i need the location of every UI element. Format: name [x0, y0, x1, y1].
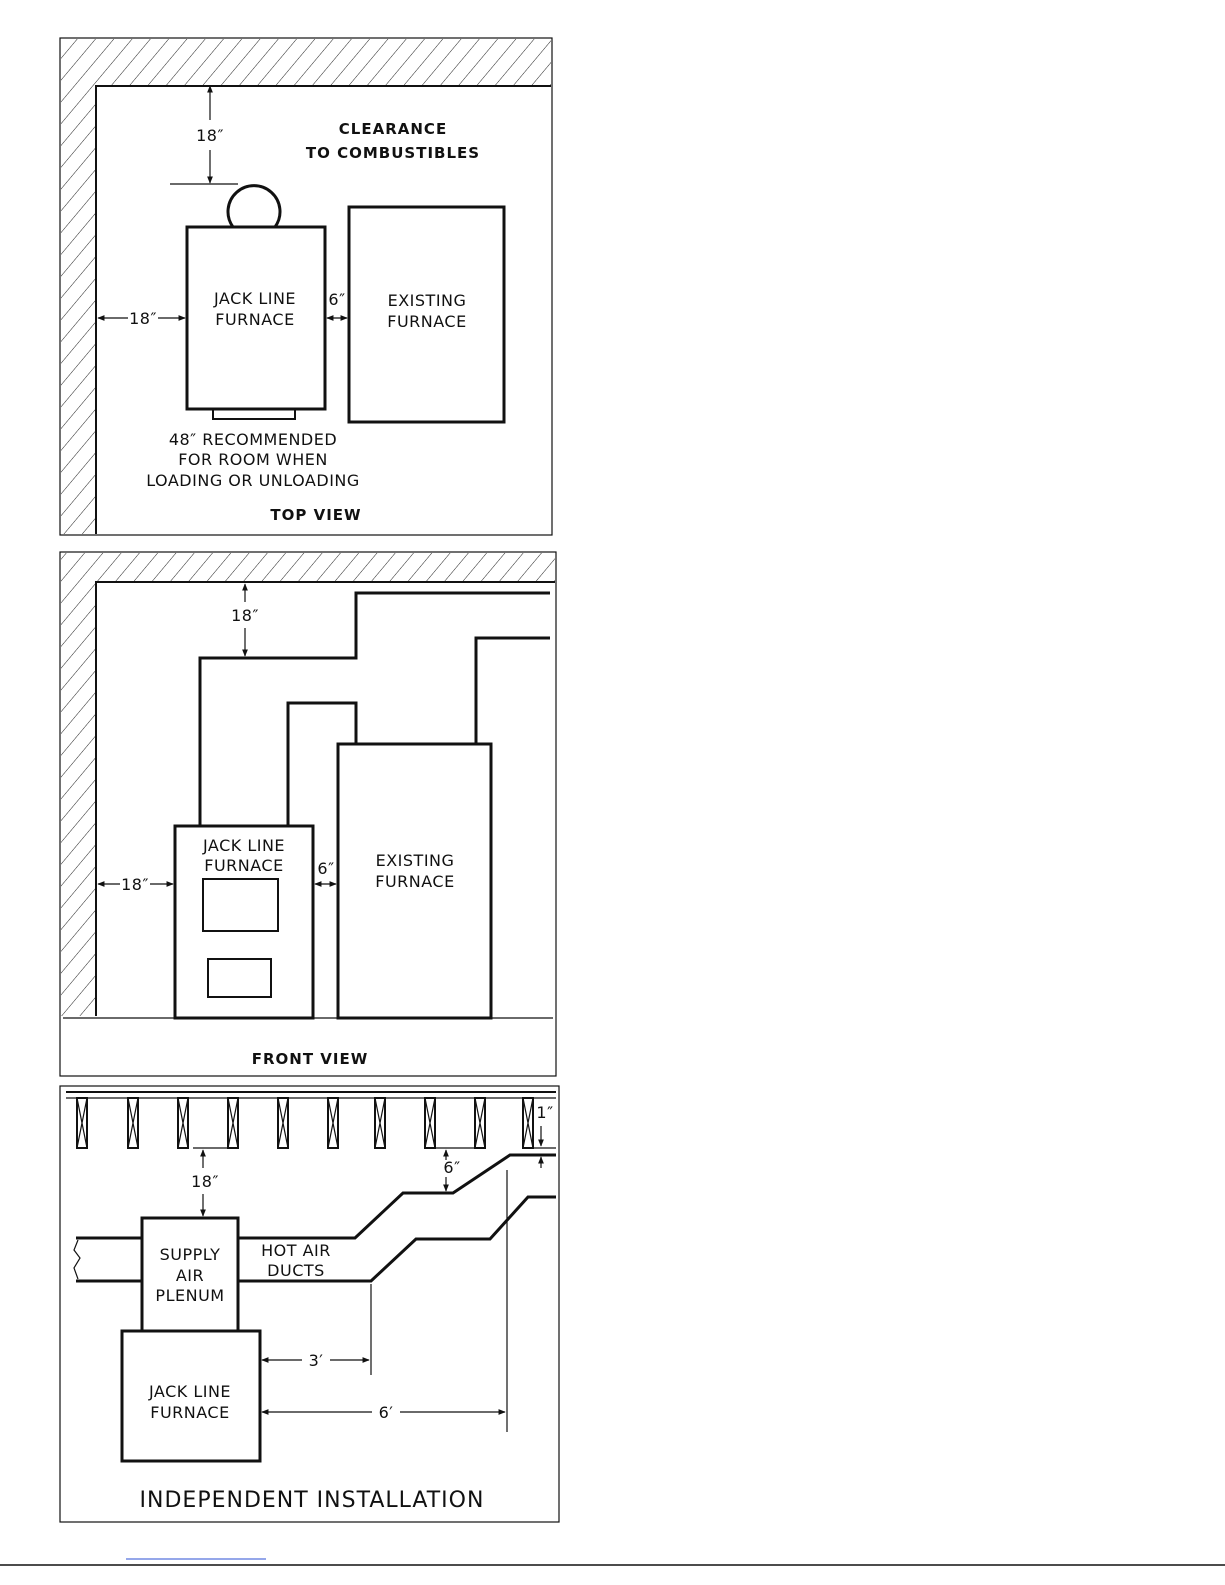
independent-jack-line-label-1: JACK LINE	[148, 1382, 231, 1401]
joist	[128, 1098, 138, 1148]
front-gap-clearance: 6″	[317, 859, 334, 878]
front-view-panel: 18″ 18″ 6″ JACK LINE FURNACE EXISTING FU…	[60, 552, 556, 1076]
front-top-clearance: 18″	[231, 606, 259, 625]
plenum-label-3: PLENUM	[155, 1286, 224, 1305]
front-side-clearance: 18″	[121, 875, 149, 894]
floor-joists	[77, 1098, 533, 1148]
top-gap-clearance: 6″	[328, 290, 345, 309]
ducts-label-1: HOT AIR	[261, 1241, 331, 1260]
front-jack-line-label-2: FURNACE	[204, 856, 283, 875]
joist	[523, 1098, 533, 1148]
top-jack-line-label-2: FURNACE	[215, 310, 294, 329]
top-existing-label-2: FURNACE	[387, 312, 466, 331]
independent-title: INDEPENDENT INSTALLATION	[140, 1488, 485, 1513]
break-mark	[74, 1240, 80, 1279]
hot-air-duct-upper	[238, 1155, 556, 1238]
joist	[77, 1098, 87, 1148]
duct-clearance: 6″	[443, 1158, 460, 1177]
joist	[425, 1098, 435, 1148]
front-duct-existing	[476, 638, 550, 744]
top-existing-label-1: EXISTING	[388, 291, 467, 310]
top-side-clearance: 18″	[129, 309, 157, 328]
front-jack-line-label-1: JACK LINE	[202, 836, 285, 855]
joist	[375, 1098, 385, 1148]
ducts-label-2: DUCTS	[267, 1261, 325, 1280]
top-rear-clearance: 18″	[196, 126, 224, 145]
distance-far: 6′	[379, 1403, 394, 1422]
joist	[228, 1098, 238, 1148]
top-view-title: TOP VIEW	[270, 506, 361, 524]
joist	[475, 1098, 485, 1148]
joist	[278, 1098, 288, 1148]
top-view-panel: 18″ 18″ 6″ CLEARANCE TO COMBUSTIBLES JAC…	[60, 38, 552, 535]
joist	[328, 1098, 338, 1148]
top-heading-line1: CLEARANCE	[339, 120, 447, 138]
independent-jack-line-label-2: FURNACE	[150, 1403, 229, 1422]
top-note-line2: FOR ROOM WHEN	[178, 450, 328, 469]
front-existing-label-2: FURNACE	[375, 872, 454, 891]
joist	[178, 1098, 188, 1148]
front-existing-label-1: EXISTING	[376, 851, 455, 870]
top-jack-line-label-1: JACK LINE	[213, 289, 296, 308]
top-note-line3: LOADING OR UNLOADING	[146, 471, 360, 490]
plenum-clearance: 18″	[191, 1172, 219, 1191]
top-heading-line2: TO COMBUSTIBLES	[306, 144, 480, 162]
joist-clearance: 1″	[536, 1103, 553, 1122]
plenum-label-1: SUPPLY	[160, 1245, 221, 1264]
front-view-title: FRONT VIEW	[252, 1050, 369, 1068]
top-flue-collar	[228, 186, 280, 227]
plenum-label-2: AIR	[176, 1266, 204, 1285]
distance-near: 3′	[309, 1351, 324, 1370]
left-duct-stub	[76, 1238, 142, 1281]
independent-panel: 18″ 6″ 1″ 3′ 6′ SUPPLY AIR PLENUM HOT AI…	[60, 1086, 559, 1522]
top-note-line1: 48″ RECOMMENDED	[169, 430, 337, 449]
